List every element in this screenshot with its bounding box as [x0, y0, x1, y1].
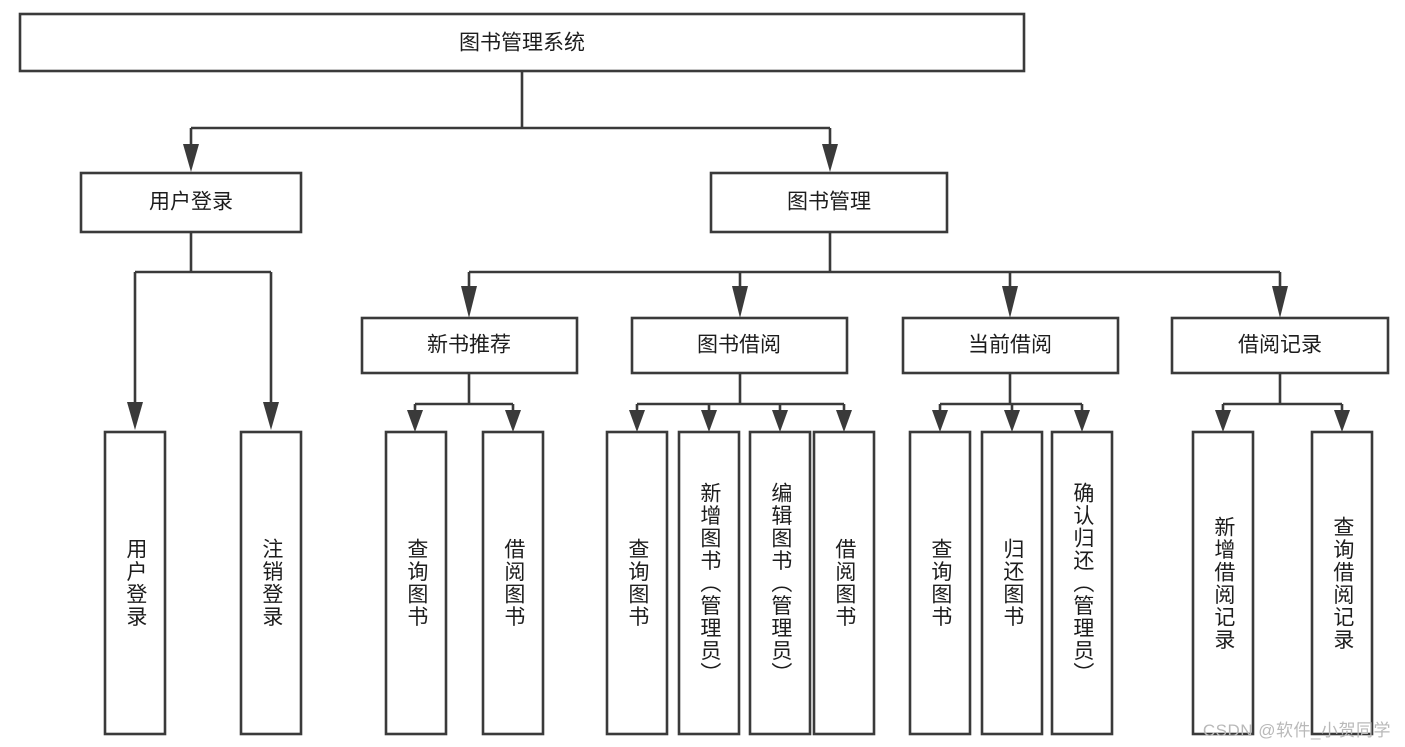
- node-box-leaf-12[interactable]: [1191, 430, 1255, 736]
- label-book-borrow: 图书借阅: [697, 334, 781, 357]
- arrowhead-leaf-4: [505, 410, 521, 432]
- node-box-book-borrow[interactable]: [630, 316, 849, 375]
- node-box-book-management[interactable]: [709, 171, 949, 234]
- node-box-leaf-13[interactable]: [1310, 430, 1374, 736]
- connectors-group: [127, 71, 1350, 432]
- arrowhead-level2-3: [1002, 286, 1018, 318]
- arrowhead-level2-4: [1272, 286, 1288, 318]
- arrowhead-leaf-10: [1004, 410, 1020, 432]
- label-book-management: 图书管理: [787, 191, 871, 214]
- horizontal-labels-group: 图书管理系统 用户登录 图书管理 新书推荐 图书借阅 当前借阅 借阅记录: [149, 32, 1322, 357]
- label-user-login: 用户登录: [149, 191, 233, 214]
- arrowhead-leaf-13: [1334, 410, 1350, 432]
- arrowhead-leaf-11: [1074, 410, 1090, 432]
- arrowhead-user-login: [183, 144, 199, 172]
- label-root: 图书管理系统: [459, 32, 585, 55]
- node-box-leaf-10[interactable]: [980, 430, 1044, 736]
- label-current-borrow: 当前借阅: [968, 334, 1052, 357]
- node-box-leaf-2[interactable]: [239, 430, 303, 736]
- arrowhead-level2-2: [732, 286, 748, 318]
- label-borrow-record: 借阅记录: [1238, 334, 1322, 357]
- arrowhead-leaf-7: [772, 410, 788, 432]
- arrowhead-leaf-3: [407, 410, 423, 432]
- node-box-leaf-3[interactable]: [384, 430, 448, 736]
- watermark: CSDN @软件_小贺同学: [1202, 721, 1391, 740]
- node-box-leaf-7[interactable]: [748, 430, 812, 736]
- arrowhead-leaf-9: [932, 410, 948, 432]
- node-box-leaf-8[interactable]: [812, 430, 876, 736]
- node-box-leaf-11[interactable]: [1050, 430, 1114, 736]
- node-box-leaf-5[interactable]: [605, 430, 669, 736]
- node-box-new-book-recommend[interactable]: [360, 316, 579, 375]
- node-box-leaf-1[interactable]: [103, 430, 167, 736]
- node-box-current-borrow[interactable]: [901, 316, 1120, 375]
- arrowhead-leaf-5: [629, 410, 645, 432]
- node-box-borrow-record[interactable]: [1170, 316, 1390, 375]
- arrowhead-leaf-1: [127, 402, 143, 430]
- arrowhead-leaf-2: [263, 402, 279, 430]
- node-box-leaf-4[interactable]: [481, 430, 545, 736]
- arrowhead-leaf-12: [1215, 410, 1231, 432]
- node-box-user-login[interactable]: [79, 171, 303, 234]
- node-boxes-group: [18, 12, 1390, 736]
- arrowhead-leaf-8: [836, 410, 852, 432]
- node-box-leaf-6[interactable]: [677, 430, 741, 736]
- label-new-book-recommend: 新书推荐: [427, 334, 511, 357]
- arrowhead-leaf-6: [701, 410, 717, 432]
- node-box-leaf-9[interactable]: [908, 430, 972, 736]
- node-box-root[interactable]: [18, 12, 1026, 73]
- arrowhead-book-manage: [822, 144, 838, 172]
- arrowhead-level2-1: [461, 286, 477, 318]
